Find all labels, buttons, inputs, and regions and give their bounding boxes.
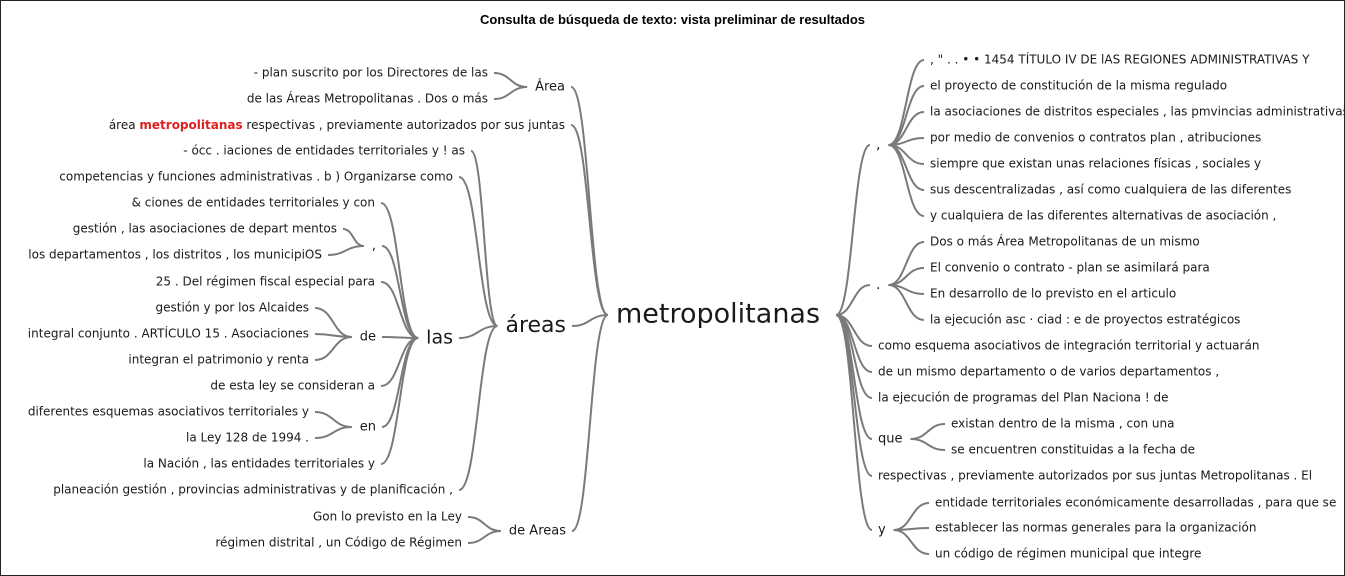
tree-connector (893, 502, 930, 531)
context-phrase: diferentes esquemas asociativos territor… (28, 405, 309, 419)
context-phrase: respectivas , previamente autorizados po… (878, 469, 1312, 483)
branch-word: en (360, 420, 376, 435)
tree-connector (458, 325, 498, 339)
branch-word: , (876, 137, 880, 153)
context-phrase: existan dentro de la misma , con una (951, 417, 1174, 431)
context-phrase: un código de régimen municipal que integ… (935, 547, 1201, 561)
tree-connector (571, 314, 609, 327)
context-phrase: Gon lo previsto en la Ley (313, 510, 462, 524)
branch-word: . (876, 277, 880, 293)
branch-word: que (878, 432, 903, 447)
tree-connector (380, 202, 419, 339)
keyword-center: metropolitanas (616, 299, 820, 330)
tree-connector (493, 86, 528, 100)
context-phrase: y cualquiera de las diferentes alternati… (930, 209, 1276, 223)
branch-word: de (360, 330, 376, 345)
tree-connector (470, 150, 499, 327)
tree-connector (888, 284, 925, 295)
tree-connector (381, 337, 419, 428)
context-phrase: entidade territoriales económicamente de… (935, 496, 1336, 510)
tree-connector (888, 59, 925, 146)
tree-connector (458, 325, 498, 491)
tree-connector (571, 314, 609, 532)
tree-connector (570, 86, 609, 316)
branch-word: áreas (505, 313, 566, 338)
tree-connector (493, 72, 528, 88)
context-phrase: como esquema asociativos de integración … (878, 339, 1259, 353)
tree-connector (888, 85, 925, 146)
context-phrase: la Ley 128 de 1994 . (186, 431, 309, 445)
tree-connector (314, 426, 352, 439)
context-phrase: competencias y funciones administrativas… (59, 170, 453, 184)
tree-connector (380, 337, 419, 387)
tree-connector (467, 530, 501, 544)
tree-connector (458, 176, 498, 327)
context-phrase: sus descentralizadas , así como cualquie… (930, 183, 1291, 197)
context-phrase: el proyecto de constitución de la misma … (930, 79, 1227, 93)
tree-connector (835, 144, 871, 316)
context-phrase: se encuentren constituidas a la fecha de (951, 443, 1195, 457)
tree-connector (380, 337, 419, 465)
branch-word: Área (535, 79, 565, 95)
context-phrase: gestión , las asociaciones de depart men… (73, 222, 337, 236)
tree-connector (570, 124, 609, 316)
branch-word: las (426, 327, 453, 349)
tree-connector (314, 307, 352, 338)
context-phrase: régimen distrital , un Código de Régimen (215, 536, 462, 550)
tree-connector (835, 314, 873, 440)
context-phrase: Dos o más Área Metropolitanas de un mism… (930, 234, 1200, 249)
tree-connector (910, 423, 946, 440)
context-phrase: El convenio o contrato - plan se asimila… (930, 261, 1210, 275)
branch-word: y (878, 523, 886, 538)
tree-connector (342, 228, 365, 247)
tree-connector (314, 336, 352, 361)
context-phrase: la ejecución asc · ciad : e de proyectos… (930, 313, 1240, 327)
tree-connector (835, 314, 873, 531)
context-phrase: & ciones de entidades territoriales y co… (132, 196, 375, 210)
tree-connector (835, 314, 873, 347)
tree-connector (381, 245, 419, 339)
context-phrase: - plan suscrito por los Directores de la… (254, 66, 488, 80)
context-phrase: los departamentos , los distritos , los … (28, 248, 322, 262)
context-phrase: de esta ley se consideran a (210, 379, 375, 393)
page-title: Consulta de búsqueda de texto: vista pre… (479, 12, 866, 27)
tree-connector (835, 314, 873, 399)
tree-connector (893, 529, 930, 555)
tree-connector (467, 516, 501, 532)
tree-connector (835, 284, 871, 316)
context-phrase: 25 . Del régimen fiscal especial para (156, 275, 375, 289)
context-phrase: - ócc . iaciones de entidades territoria… (183, 144, 465, 158)
tree-connector (888, 241, 925, 286)
context-phrase: integral conjunto . ARTÍCULO 15 . Asocia… (28, 326, 309, 341)
context-phrase: la ejecución de programas del Plan Nacio… (878, 391, 1168, 405)
context-phrase: siempre que existan unas relaciones físi… (930, 157, 1261, 171)
tree-connector (910, 438, 946, 451)
context-phrase: integran el patrimonio y renta (128, 353, 309, 367)
context-phrase: de un mismo departamento o de varios dep… (878, 365, 1219, 379)
context-phrase: En desarrollo de lo previsto en el artic… (930, 287, 1176, 301)
keyword-highlight: metropolitanas (139, 118, 242, 132)
context-phrase: planeación gestión , provincias administ… (53, 483, 453, 497)
context-phrase: por medio de convenios o contratos plan … (930, 131, 1261, 145)
context-phrase: la Nación , las entidades territoriales … (143, 457, 375, 471)
branch-word: , (372, 239, 376, 254)
context-phrase: , " . . • • 1454 TÍTULO IV DE lAS REGION… (930, 52, 1310, 67)
context-phrase: de las Áreas Metropolitanas . Dos o más (247, 91, 488, 106)
context-phrase: la asociaciones de distritos especiales … (930, 105, 1345, 119)
tree-connector (314, 411, 352, 428)
context-phrase: gestión y por los Alcaides (156, 301, 310, 315)
tree-connector (327, 245, 364, 256)
branch-word: de Areas (509, 524, 566, 539)
context-phrase: establecer las normas generales para la … (935, 521, 1256, 535)
context-phrase: área metropolitanas respectivas , previa… (109, 118, 565, 132)
